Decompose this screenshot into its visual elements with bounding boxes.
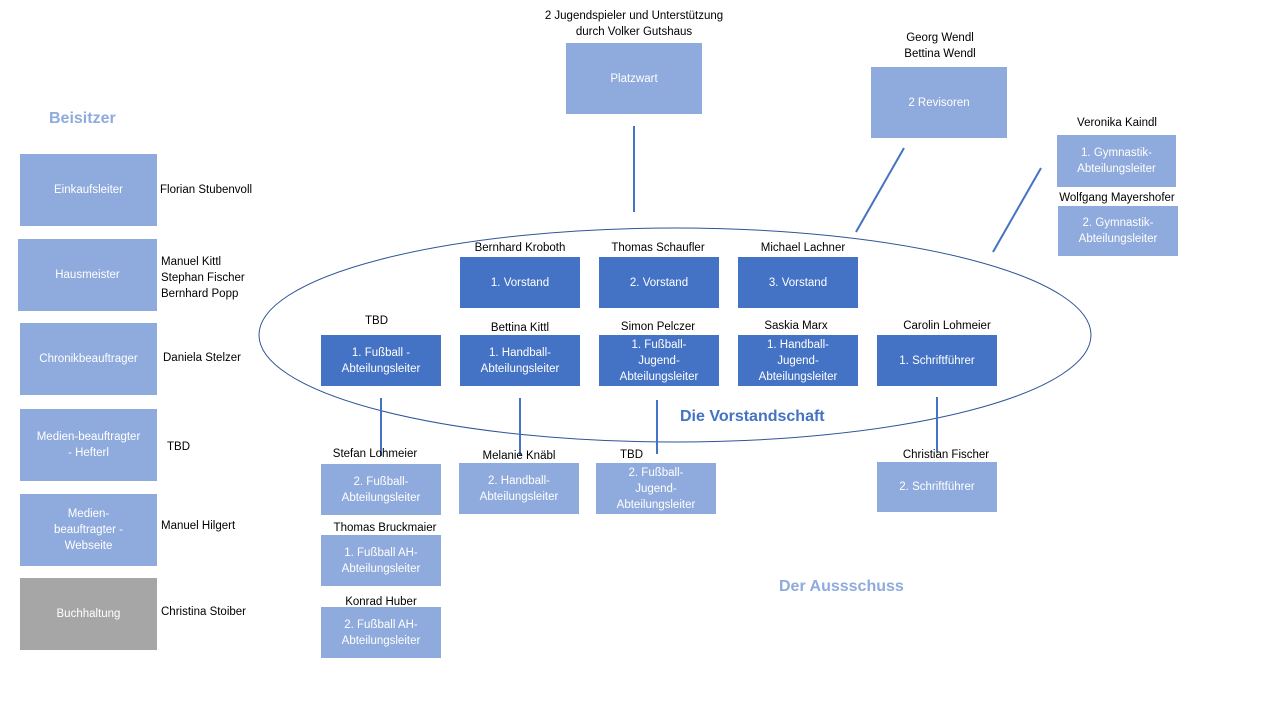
vorstand-1-box: 1. Vorstand	[460, 257, 580, 308]
hausmeister-name-1: Manuel Kittl	[161, 256, 222, 268]
vorstand-3-name: Michael Lachner	[760, 242, 846, 254]
beisitzer-name-chronik: Daniela Stelzer	[163, 352, 241, 364]
connector-gymnastik	[992, 167, 1042, 253]
gym1-name: Veronika Kaindl	[1077, 117, 1157, 129]
ausschuss-fussball-jugend2-box: 2. Fußball-Jugend-Abteilungsleiter	[596, 463, 716, 514]
beisitzer-box-medien-hefterl: Medien-beauftragter - Hefterl	[20, 409, 157, 481]
vorstand-1-name: Bernhard Kroboth	[474, 242, 566, 254]
abt-handball-jugend-box: 1. Handball-Jugend-Abteilungsleiter	[738, 335, 858, 386]
vorstand-3-box: 3. Vorstand	[738, 257, 858, 308]
abt-fussball-jugend-name: Simon Pelczer	[620, 321, 696, 333]
ausschuss-ah2-name: Konrad Huber	[345, 596, 417, 608]
beisitzer-box-buchhaltung: Buchhaltung	[20, 578, 157, 650]
gym2-box: 2. Gymnastik-Abteilungsleiter	[1058, 206, 1178, 256]
gym2-name: Wolfgang Mayershofer	[1059, 192, 1175, 204]
revisoren-name-2: Bettina Wendl	[904, 48, 976, 60]
platzwart-name-2: durch Volker Gutshaus	[575, 26, 693, 38]
abt-handball-name: Bettina Kittl	[490, 322, 550, 334]
beisitzer-box-medien-webseite: Medien-beauftragter - Webseite	[20, 494, 157, 566]
abt-fussball-box: 1. Fußball -Abteilungsleiter	[321, 335, 441, 386]
connector-revisoren	[855, 147, 905, 233]
beisitzer-heading: Beisitzer	[49, 110, 116, 127]
ausschuss-handball2-name: Melanie Knäbl	[482, 450, 556, 462]
gym1-box: 1. Gymnastik-Abteilungsleiter	[1057, 135, 1176, 187]
revisoren-name-1: Georg Wendl	[906, 32, 974, 44]
hausmeister-name-3: Bernhard Popp	[161, 288, 239, 300]
vorstand-2-box: 2. Vorstand	[599, 257, 719, 308]
revisoren-names: Georg Wendl Bettina Wendl	[880, 30, 1000, 62]
ausschuss-fussball2-box: 2. Fußball-Abteilungsleiter	[321, 464, 441, 515]
ausschuss-fussball-jugend2-name: TBD	[620, 449, 643, 461]
beisitzer-name-medien-webseite: Manuel Hilgert	[161, 520, 236, 532]
ausschuss-ah1-name: Thomas Bruckmaier	[333, 522, 437, 534]
ausschuss-handball2-box: 2. Handball-Abteilungsleiter	[459, 463, 579, 514]
hausmeister-name-2: Stephan Fischer	[161, 272, 245, 284]
abt-schriftfuehrer-box: 1. Schriftführer	[877, 335, 997, 386]
vorstandschaft-heading: Die Vorstandschaft	[680, 408, 825, 425]
vorstandschaft-ellipse	[258, 227, 1092, 443]
ausschuss-schriftfuehrer2-box: 2. Schriftführer	[877, 462, 997, 512]
beisitzer-box-einkaufsleiter: Einkaufsleiter	[20, 154, 157, 226]
beisitzer-name-einkaufsleiter: Florian Stubenvoll	[160, 184, 253, 196]
ausschuss-fussball2-name: Stefan Lohmeier	[332, 448, 418, 460]
beisitzer-box-hausmeister: Hausmeister	[18, 239, 157, 311]
platzwart-box: Platzwart	[566, 43, 702, 114]
abt-fussball-jugend-box: 1. Fußball-Jugend-Abteilungsleiter	[599, 335, 719, 386]
abt-schriftfuehrer-name: Carolin Lohmeier	[903, 320, 991, 332]
ausschuss-heading: Der Aussschuss	[779, 578, 904, 595]
beisitzer-box-chronik: Chronikbeauftrager	[20, 323, 157, 395]
ausschuss-ah1-box: 1. Fußball AH-Abteilungsleiter	[321, 535, 441, 586]
platzwart-names: 2 Jugendspieler und Unterstützung durch …	[534, 8, 734, 40]
revisoren-box: 2 Revisoren	[871, 67, 1007, 138]
beisitzer-names-hausmeister: Manuel Kittl Stephan Fischer Bernhard Po…	[161, 254, 245, 302]
abt-fussball-name: TBD	[365, 315, 388, 327]
beisitzer-name-medien-hefterl: TBD	[167, 441, 190, 453]
vorstand-2-name: Thomas Schaufler	[611, 242, 705, 254]
ausschuss-schriftfuehrer2-name: Christian Fischer	[902, 449, 990, 461]
platzwart-name-1: 2 Jugendspieler und Unterstützung	[544, 10, 724, 22]
ausschuss-ah2-box: 2. Fußball AH-Abteilungsleiter	[321, 607, 441, 658]
beisitzer-name-buchhaltung: Christina Stoiber	[161, 606, 247, 618]
abt-handball-box: 1. Handball-Abteilungsleiter	[460, 335, 580, 386]
abt-handball-jugend-name: Saskia Marx	[764, 320, 828, 332]
